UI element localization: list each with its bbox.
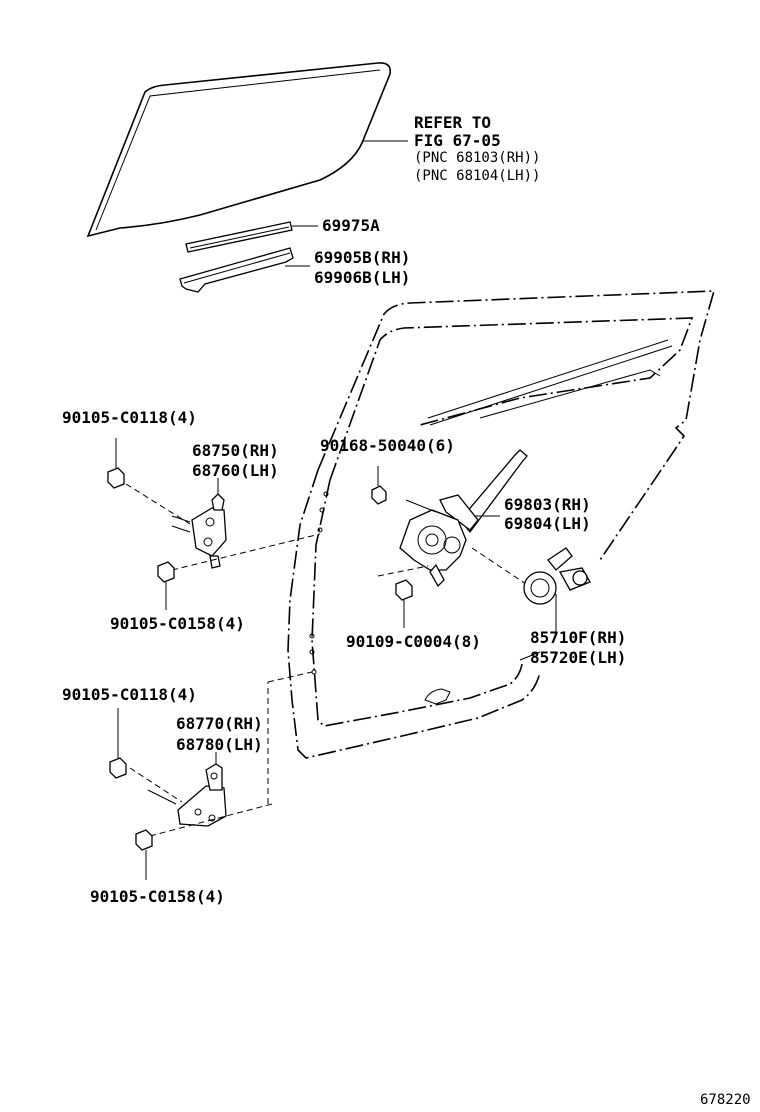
bolt-upper-2 xyxy=(157,561,175,610)
hinge-lower-rh-label: 68770(RH) xyxy=(176,714,263,733)
part-69905b-label: 69905B(RH) xyxy=(314,248,411,267)
regulator-motor xyxy=(519,547,591,661)
glass-run-channel-upper xyxy=(185,221,318,253)
bolt-90109-label: 90109-C0004(8) xyxy=(346,632,481,651)
bolt-upper-1-label: 90105-C0118(4) xyxy=(62,408,197,427)
bolt-upper-1 xyxy=(107,438,125,489)
window-regulator xyxy=(377,449,528,588)
regulator-rh-label: 69803(RH) xyxy=(504,495,591,514)
hinge-lower-lh-label: 68780(LH) xyxy=(176,735,263,754)
bolt-90109 xyxy=(395,579,413,628)
nut-90168-label: 90168-50040(6) xyxy=(320,436,455,455)
door-frame xyxy=(287,290,716,759)
motor-rh-label: 85710F(RH) xyxy=(530,628,627,647)
glass-run-channel-lower xyxy=(179,247,310,293)
door-glass xyxy=(86,62,408,238)
refer-to-label: REFER TO xyxy=(414,113,492,132)
regulator-lh-label: 69804(LH) xyxy=(504,514,591,533)
bolt-lower-1-label: 90105-C0118(4) xyxy=(62,685,197,704)
bolt-upper-2-label: 90105-C0158(4) xyxy=(110,614,245,633)
figure-number-label: 678220 xyxy=(700,1092,751,1108)
fig-reference-label: FIG 67-05 xyxy=(414,131,501,150)
nut-90168 xyxy=(371,466,387,505)
part-69906b-label: 69906B(LH) xyxy=(314,268,411,287)
bolt-lower-2-label: 90105-C0158(4) xyxy=(90,887,225,906)
part-69975a-label: 69975A xyxy=(322,216,380,235)
hinge-upper-lh-label: 68760(LH) xyxy=(192,461,279,480)
pnc-lh-label: (PNC 68104(LH)) xyxy=(414,168,541,184)
pnc-rh-label: (PNC 68103(RH)) xyxy=(414,150,541,166)
bolt-lower-1 xyxy=(109,708,127,779)
bolt-lower-2 xyxy=(135,829,153,880)
motor-lh-label: 85720E(LH) xyxy=(530,648,627,667)
upper-door-hinge xyxy=(125,478,321,571)
lower-door-hinge xyxy=(129,671,313,837)
hinge-upper-rh-label: 68750(RH) xyxy=(192,441,279,460)
